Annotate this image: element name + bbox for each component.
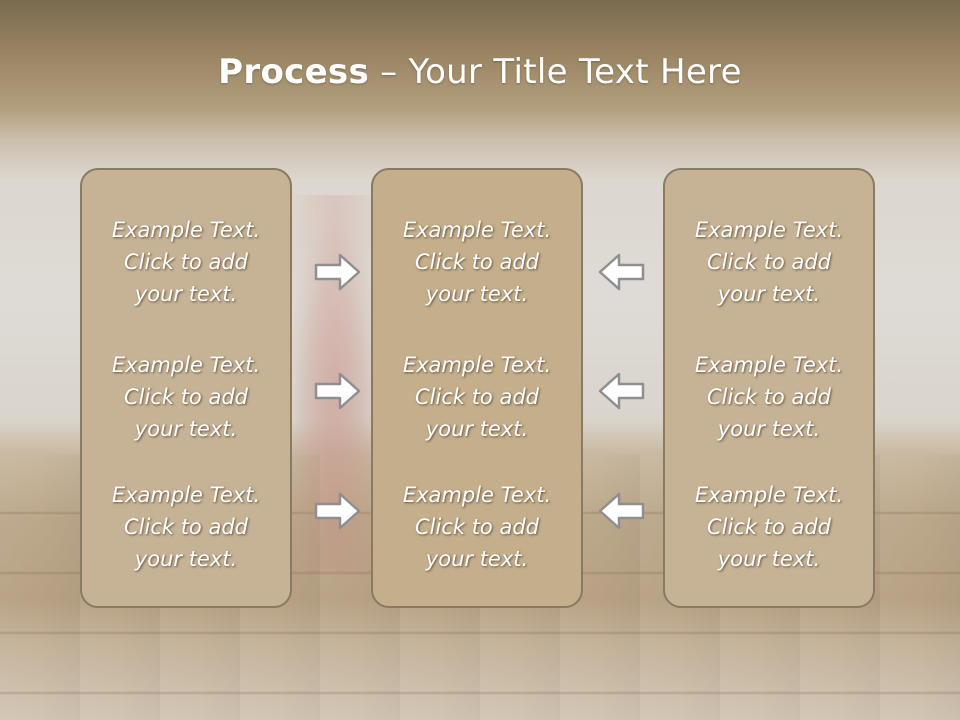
text-line: Example Text. [111,483,261,507]
title-bold: Process [218,52,370,92]
arrow-right-icon[interactable] [314,371,362,411]
text-line: Example Text. [111,218,261,242]
text-block[interactable]: Example Text. Click to add your text. [82,479,290,575]
text-block[interactable]: Example Text. Click to add your text. [373,479,581,575]
text-line: Click to add [123,385,248,409]
text-line: your text. [717,547,821,571]
text-line: Click to add [706,385,831,409]
text-block[interactable]: Example Text. Click to add your text. [665,349,873,445]
text-line: Click to add [123,515,248,539]
arrow-right-icon[interactable] [314,252,362,292]
text-line: Click to add [414,250,539,274]
arrow-left-icon[interactable] [597,491,645,531]
text-line: Click to add [414,385,539,409]
text-line: Click to add [123,250,248,274]
text-block[interactable]: Example Text. Click to add your text. [373,214,581,310]
text-line: your text. [425,547,529,571]
text-line: Example Text. [111,353,261,377]
text-line: Example Text. [402,353,552,377]
text-line: your text. [425,417,529,441]
text-line: your text. [717,417,821,441]
text-line: Example Text. [694,218,844,242]
text-line: your text. [134,282,238,306]
text-line: Click to add [414,515,539,539]
text-line: Example Text. [402,218,552,242]
title-rest: – Your Title Text Here [369,52,742,92]
text-line: your text. [425,282,529,306]
arrow-right-icon[interactable] [314,491,362,531]
text-block[interactable]: Example Text. Click to add your text. [82,214,290,310]
text-line: your text. [134,547,238,571]
slide-title[interactable]: Process – Your Title Text Here [0,52,960,92]
text-line: your text. [134,417,238,441]
text-block[interactable]: Example Text. Click to add your text. [373,349,581,445]
text-line: Example Text. [694,483,844,507]
process-column-left[interactable]: Example Text. Click to add your text. Ex… [80,168,292,608]
arrow-left-icon[interactable] [597,252,645,292]
text-line: Example Text. [402,483,552,507]
text-block[interactable]: Example Text. Click to add your text. [665,479,873,575]
text-block[interactable]: Example Text. Click to add your text. [82,349,290,445]
text-block[interactable]: Example Text. Click to add your text. [665,214,873,310]
process-column-right[interactable]: Example Text. Click to add your text. Ex… [663,168,875,608]
text-line: Example Text. [694,353,844,377]
text-line: Click to add [706,250,831,274]
arrow-left-icon[interactable] [597,371,645,411]
text-line: your text. [717,282,821,306]
text-line: Click to add [706,515,831,539]
process-column-middle[interactable]: Example Text. Click to add your text. Ex… [371,168,583,608]
